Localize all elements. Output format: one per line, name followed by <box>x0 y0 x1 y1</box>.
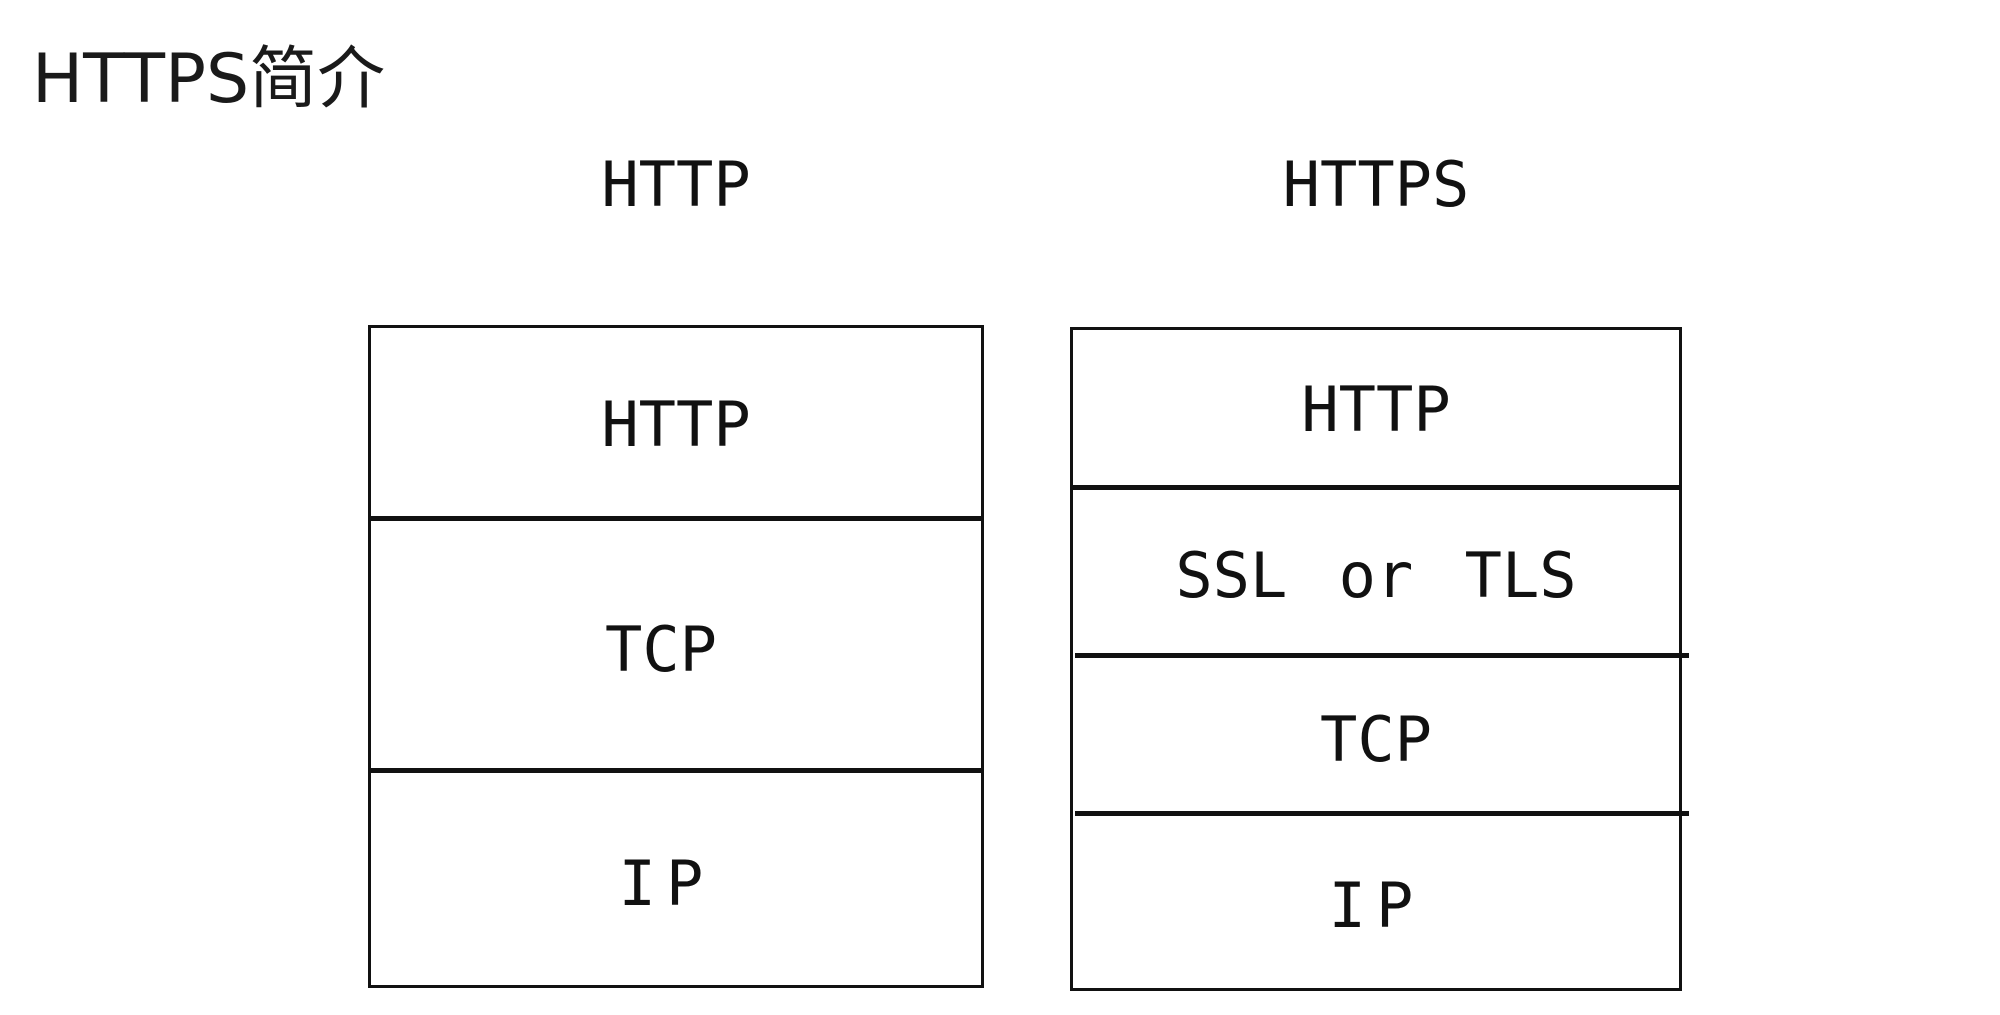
layer-label: TCP <box>1320 702 1432 776</box>
layer-label: SSL or TLS <box>1175 539 1577 612</box>
layer-label: IP <box>1328 869 1424 942</box>
http-stack-layer-http: HTTP <box>371 328 981 520</box>
https-stack-header: HTTPS <box>1282 148 1470 221</box>
http-stack-divider <box>368 768 984 773</box>
layer-label: HTTP <box>1301 373 1451 446</box>
https-stack-layer-tcp: TCP <box>1073 662 1679 816</box>
http-stack-layer-tcp: TCP <box>371 525 981 773</box>
layer-label: IP <box>618 846 714 920</box>
page-title: HTTPS简介 <box>32 40 386 119</box>
https-protocol-stack: HTTP SSL or TLS TCP IP <box>1070 327 1682 991</box>
https-stack-divider <box>1075 811 1689 816</box>
https-stack-layer-ssl-tls: SSL or TLS <box>1073 493 1679 658</box>
https-stack-layer-ip: IP <box>1073 820 1679 991</box>
layer-label: HTTP <box>601 387 751 461</box>
layer-label: TCP <box>605 612 717 686</box>
http-stack-header: HTTP <box>601 148 751 221</box>
https-stack-divider <box>1075 653 1689 658</box>
http-protocol-stack: HTTP TCP IP <box>368 325 984 988</box>
http-stack-divider <box>368 516 984 521</box>
https-stack-layer-http: HTTP <box>1073 330 1679 489</box>
http-stack-layer-ip: IP <box>371 778 981 988</box>
https-stack-divider <box>1070 485 1682 490</box>
